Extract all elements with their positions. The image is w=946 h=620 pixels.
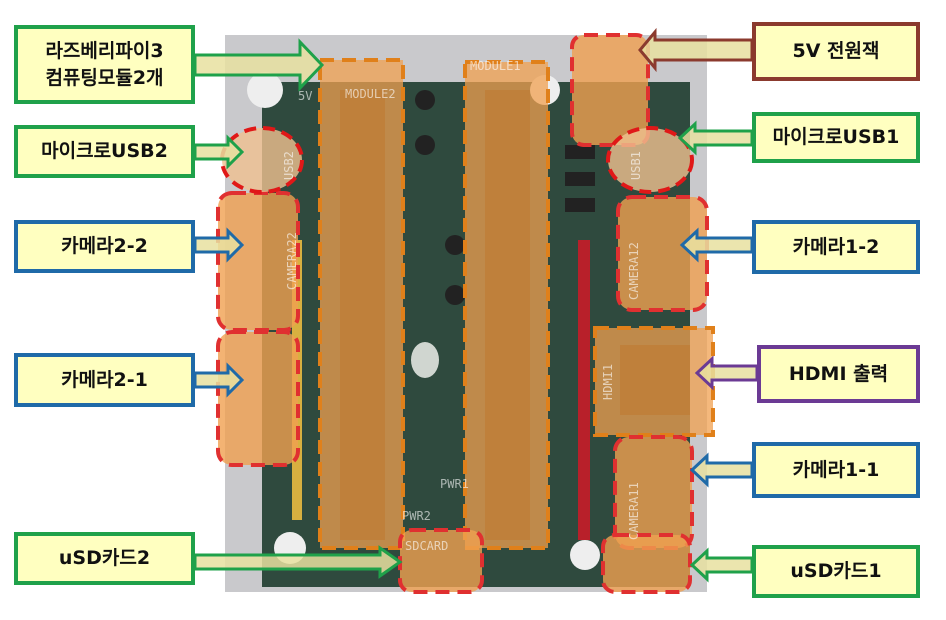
gpio-header bbox=[578, 240, 590, 540]
label-micro-usb2: 마이크로USB2 bbox=[14, 125, 195, 178]
components bbox=[415, 90, 595, 305]
silk-sdcard: SDCARD bbox=[405, 539, 448, 553]
silk-usb2: USB2 bbox=[282, 151, 296, 180]
silk-5v: 5V bbox=[298, 89, 312, 103]
logo bbox=[411, 342, 439, 378]
silk-cam11: CAMERA11 bbox=[627, 482, 641, 540]
power-jack-highlight bbox=[570, 33, 650, 147]
arrow-camera2-1 bbox=[193, 362, 245, 398]
label-camera1-1: 카메라1-1 bbox=[752, 442, 920, 498]
arrow-usd2 bbox=[193, 545, 403, 579]
connector-bodies bbox=[340, 90, 690, 540]
arrow-hdmi bbox=[694, 355, 759, 391]
silk-usb1: USB1 bbox=[629, 151, 643, 180]
arrow-usb2 bbox=[193, 134, 245, 170]
standoff bbox=[247, 72, 283, 108]
silk-hdmi: HDMI1 bbox=[601, 364, 615, 400]
silk-pwr2: PWR2 bbox=[402, 509, 431, 523]
arrow-camera2-2 bbox=[193, 227, 245, 263]
arrow-camera1-1 bbox=[689, 452, 754, 488]
arrow-camera1-2 bbox=[679, 227, 754, 263]
standoff bbox=[570, 540, 600, 570]
label-camera2-1: 카메라2-1 bbox=[14, 353, 195, 407]
label-micro-usb1: 마이크로USB1 bbox=[752, 112, 920, 163]
silk-cam12: CAMERA12 bbox=[627, 242, 641, 300]
usb1-highlight bbox=[606, 126, 694, 194]
arrow-usb1 bbox=[677, 120, 754, 156]
label-camera2-2: 카메라2-2 bbox=[14, 220, 195, 273]
label-compute-modules: 라즈베리파이3 컴퓨팅모듈2개 bbox=[14, 25, 195, 104]
label-power-jack: 5V 전원잭 bbox=[752, 22, 920, 81]
label-usd-card1: uSD카드1 bbox=[752, 545, 920, 598]
silk-cam22: CAMERA22 bbox=[285, 232, 299, 290]
silk-module2: MODULE2 bbox=[345, 87, 396, 101]
arrow-usd1 bbox=[689, 547, 754, 583]
silk-pwr1: PWR1 bbox=[440, 477, 469, 491]
arrow-compute-modules bbox=[193, 38, 325, 92]
camera1-2-highlight bbox=[616, 195, 709, 312]
arrow-power-jack bbox=[638, 27, 754, 73]
usb2-highlight bbox=[220, 126, 304, 194]
label-usd-card2: uSD카드2 bbox=[14, 532, 195, 585]
label-hdmi-out: HDMI 출력 bbox=[757, 345, 920, 403]
silk-module1: MODULE1 bbox=[470, 59, 521, 73]
camera2-1-highlight bbox=[216, 330, 300, 467]
sdcard1-highlight bbox=[601, 533, 692, 594]
label-camera1-2: 카메라1-2 bbox=[752, 220, 920, 274]
